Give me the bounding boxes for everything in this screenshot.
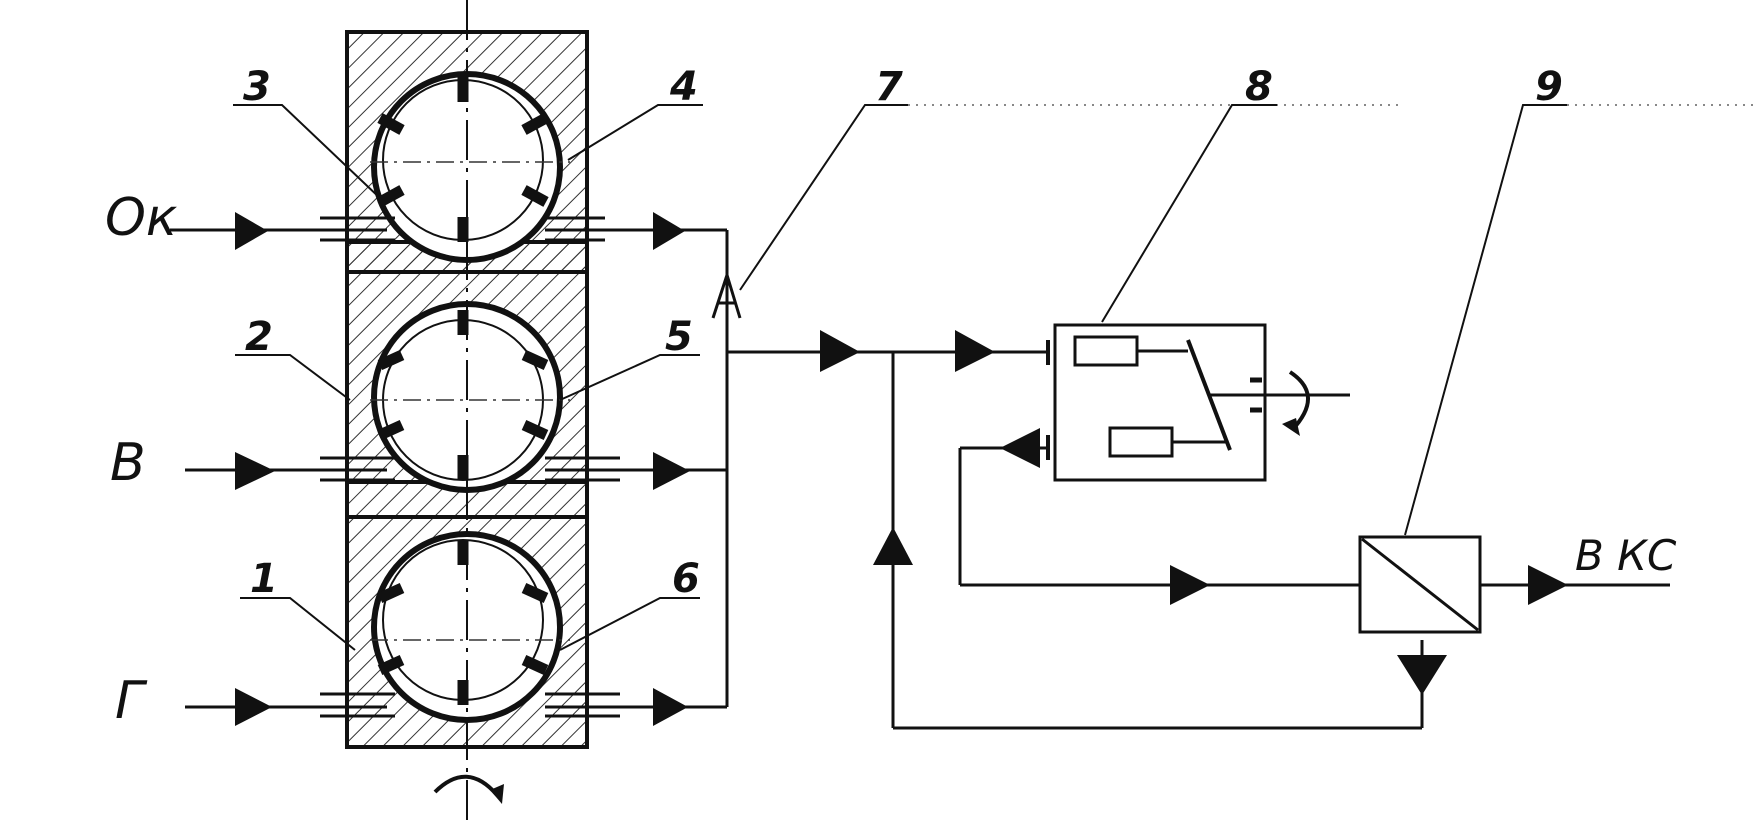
vanes-top	[377, 77, 549, 242]
arrow-to-junction	[820, 330, 860, 372]
label-9: 9	[1535, 64, 1563, 110]
feedback-lines	[890, 350, 1670, 730]
vanes-middle	[377, 310, 549, 480]
valve-rotation-arrowhead	[1282, 418, 1300, 436]
flow-arrows-in	[235, 212, 275, 726]
label-2: 2	[245, 314, 273, 360]
collector-lines	[711, 230, 900, 707]
label-3: 3	[243, 64, 271, 110]
outlet-lines	[545, 216, 727, 718]
input-label-g: Г	[115, 671, 148, 731]
input-label-b: В	[110, 433, 146, 493]
output-label: В КС	[1575, 531, 1677, 580]
input-label-ok: Oк	[105, 188, 178, 248]
pump-housing	[345, 0, 589, 822]
leader-lines	[233, 104, 1753, 651]
flow-arrows-out	[653, 212, 690, 726]
loop-arrows	[873, 330, 1568, 695]
vanes-bottom	[377, 540, 549, 705]
valve-block	[1046, 323, 1350, 482]
center-cross-lines	[370, 161, 570, 641]
shaft-rotation-arrow	[433, 774, 499, 797]
label-1: 1	[250, 556, 278, 602]
converter-block	[1358, 535, 1482, 634]
label-4: 4	[669, 64, 698, 110]
inlet-lines	[170, 216, 395, 718]
label-7: 7	[875, 64, 903, 110]
label-8: 8	[1245, 64, 1273, 110]
rotation-arrowhead	[490, 784, 504, 804]
label-6: 6	[672, 556, 700, 602]
label-5: 5	[665, 314, 693, 360]
